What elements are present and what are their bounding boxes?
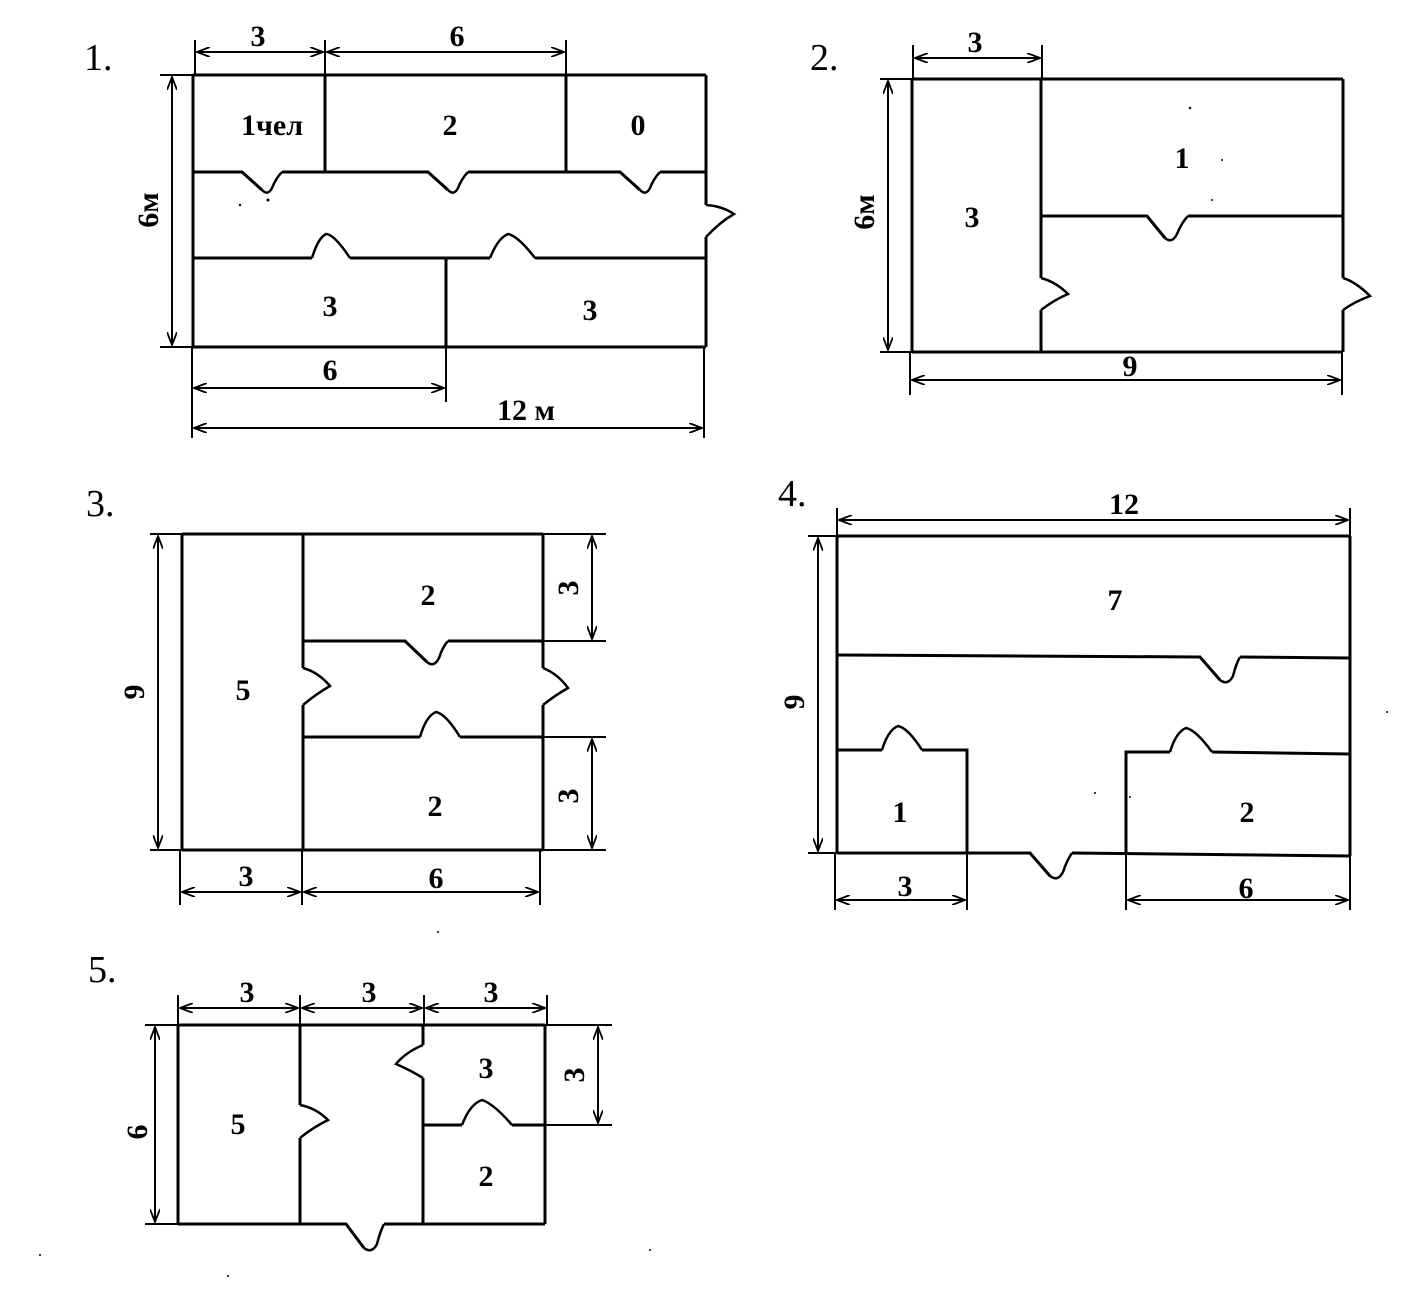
- dim-label: 9: [778, 695, 811, 710]
- plan-3: 3. 9 3 3 3 6 5 2 2: [86, 483, 606, 905]
- room-label: 0: [631, 109, 646, 142]
- room-label: 2: [443, 109, 458, 142]
- dim-label: 6: [121, 1125, 154, 1140]
- room-label: 1: [1175, 142, 1190, 175]
- plan-5-number: 5.: [88, 949, 117, 991]
- dim-label: 9: [118, 685, 151, 700]
- dim-label: 3: [484, 976, 499, 1009]
- scan-noise: [39, 106, 1388, 1277]
- dim-label: 3: [898, 870, 913, 903]
- room-label: 2: [421, 579, 436, 612]
- room-label: 2: [479, 1160, 494, 1193]
- dim-label: 6: [1239, 872, 1254, 905]
- room-label: 5: [231, 1108, 246, 1141]
- dim-label: 12: [1109, 488, 1139, 521]
- room-label: 5: [236, 674, 251, 707]
- dim-label: 6м: [848, 194, 881, 229]
- plan-5: 5. 3 3 3 6 3 5 3 2: [88, 949, 612, 1252]
- dim-label: 3: [558, 1068, 591, 1083]
- room-label: 3: [323, 290, 338, 323]
- plan-2-number: 2.: [810, 37, 839, 79]
- dim-label: 6м: [132, 192, 165, 227]
- plan-4: 4. 12 9 3 6 7 1 2: [778, 473, 1352, 910]
- dim-label: 3: [239, 860, 254, 893]
- plan-1: 1.: [84, 20, 737, 438]
- dim-label: 3: [251, 20, 266, 53]
- dim-label: 3: [968, 26, 983, 59]
- plan-1-number: 1.: [84, 37, 113, 79]
- dim-label: 6: [429, 862, 444, 895]
- room-label: 3: [583, 294, 598, 327]
- dim-label: 6: [323, 354, 338, 387]
- dim-label: 3: [240, 976, 255, 1009]
- dim-label: 6: [450, 20, 465, 53]
- plan-4-number: 4.: [778, 473, 807, 515]
- room-label: 7: [1108, 584, 1123, 617]
- room-label: 3: [479, 1052, 494, 1085]
- dim-label: 9: [1123, 350, 1138, 383]
- dim-label: 3: [362, 976, 377, 1009]
- plan-2: 2. 3 6м 9 3 1: [810, 26, 1373, 395]
- room-label: 1чел: [241, 109, 303, 142]
- dim-label: 3: [552, 789, 585, 804]
- dim-label: 3: [552, 581, 585, 596]
- room-label: 3: [965, 201, 980, 234]
- room-label: 2: [1240, 796, 1255, 829]
- dim-label: 12 м: [497, 394, 555, 427]
- room-label: 1: [893, 796, 908, 829]
- room-label: 2: [428, 790, 443, 823]
- plan-3-number: 3.: [86, 483, 115, 525]
